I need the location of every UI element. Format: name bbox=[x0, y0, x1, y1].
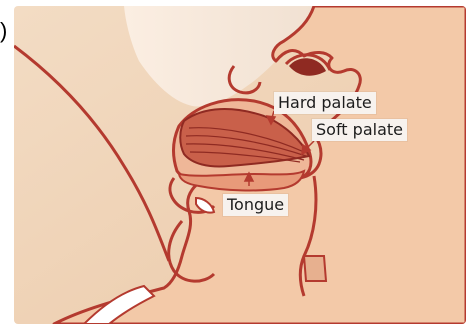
hard-palate-label: Hard palate bbox=[274, 92, 376, 114]
tongue-label: Tongue bbox=[223, 194, 288, 216]
soft-palate-label: Soft palate bbox=[312, 119, 407, 141]
breastfeeding-latch-diagram bbox=[14, 6, 466, 324]
diagram-photo: Hard palate Soft palate Tongue bbox=[14, 6, 466, 324]
trachea bbox=[304, 256, 326, 281]
figure-marker: ) bbox=[0, 20, 7, 42]
